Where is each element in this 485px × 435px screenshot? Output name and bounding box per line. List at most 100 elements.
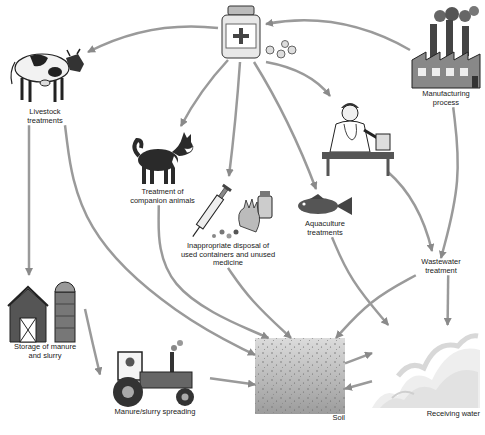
doctor-illustration [322, 152, 394, 159]
disposal-illustration [196, 195, 223, 229]
flow-arrow [28, 125, 31, 275]
node-label: Storage of manure and slurry [8, 343, 83, 360]
node-label: Receiving water [372, 410, 480, 419]
barn-illustration [8, 287, 48, 306]
factory-illustration [430, 24, 437, 58]
factory-illustration [460, 68, 468, 76]
factory-illustration [446, 68, 454, 76]
icon-area [290, 190, 360, 220]
node-label: Wastewater treatment [411, 258, 471, 275]
doctor-illustration [342, 105, 358, 121]
node-label: Manufacturing process [416, 90, 476, 107]
fish-illustration [302, 202, 305, 205]
doctor-illustration [376, 134, 390, 150]
flow-arrow [345, 353, 372, 363]
soil-area [255, 338, 345, 414]
source-arrows [88, 26, 218, 52]
tractor-illustration [113, 340, 194, 407]
factory-illustration [434, 10, 446, 22]
doctor-illustration [328, 159, 388, 176]
pills [288, 46, 296, 54]
flow-arrow [336, 275, 416, 338]
disposal-illustration [258, 196, 272, 218]
manufacturing-node: Manufacturing process [410, 5, 482, 107]
disposal-illustration [189, 184, 232, 240]
cow-illustration [11, 62, 15, 84]
doctor-illustration [322, 103, 394, 176]
node-label: Treatment of companion animals [125, 188, 200, 205]
flow-arrow [441, 107, 458, 258]
icon-area [168, 180, 288, 242]
barn-illustration [10, 289, 46, 342]
spreading-node: Manure/slurry spreading [100, 340, 210, 417]
node-label: Soil [255, 414, 345, 423]
pills [266, 41, 296, 59]
fish-illustration [336, 197, 352, 215]
tractor-illustration [171, 345, 177, 351]
cow-illustration [30, 54, 48, 66]
medicine-bottle [226, 24, 256, 48]
barn-illustration [20, 318, 36, 342]
factory-illustration [472, 76, 478, 88]
factory-illustration [432, 68, 440, 76]
disposal-illustration [227, 234, 232, 239]
flow-arrow [85, 309, 100, 374]
factory-illustration [412, 6, 480, 88]
source-arrows [388, 172, 432, 251]
icon-area [5, 275, 85, 343]
tractor-illustration [170, 352, 174, 372]
node-label: Livestock treatments [18, 108, 73, 125]
medicine-bottle [228, 6, 254, 15]
icon-area [372, 325, 480, 410]
disposal-illustration [239, 199, 260, 232]
pills [266, 46, 274, 54]
disposal-illustration [234, 230, 239, 235]
source-arrows [266, 62, 330, 96]
pills [282, 41, 289, 48]
source-arrows [229, 62, 240, 176]
flow-arrow [446, 275, 449, 325]
dog-illustration [134, 140, 141, 156]
soil-node: Soil [255, 338, 345, 423]
dog-illustration [134, 132, 193, 184]
tractor-illustration [177, 340, 183, 346]
icon-area [100, 340, 210, 408]
water-area [372, 336, 480, 408]
flow-arrow [159, 205, 269, 338]
tractor-illustration [126, 358, 135, 367]
icon-area [255, 338, 345, 414]
cow-illustration [40, 80, 50, 86]
cow-illustration [15, 54, 69, 82]
water-area [380, 370, 478, 408]
fish-illustration [298, 198, 338, 214]
water-area [392, 392, 414, 398]
barn-illustration [55, 304, 75, 328]
medicine-bottle [222, 6, 260, 58]
pills [277, 50, 285, 58]
cow-illustration [22, 78, 62, 102]
barn-illustration [55, 292, 75, 342]
dog-illustration [172, 156, 178, 170]
disposal-illustration [212, 234, 216, 238]
livestock-node: Livestock treatments [5, 40, 85, 125]
medicine-bottle [233, 28, 249, 44]
factory-illustration [445, 7, 459, 21]
node-label: Manure/slurry spreading [100, 408, 210, 417]
wastewater-node: Wastewater treatment [405, 258, 477, 275]
barn-illustration [8, 282, 75, 342]
aquaculture-node: Aquaculture treatments [290, 190, 360, 237]
fish-illustration [310, 194, 324, 199]
disposal-node: Inappropriate disposal of used container… [168, 180, 288, 268]
disposal-illustration [219, 188, 228, 198]
tractor-illustration [140, 372, 192, 388]
node-label: Inappropriate disposal of used container… [178, 242, 278, 268]
tractor-illustration [176, 388, 194, 406]
connector-group [29, 107, 458, 389]
companion-node: Treatment of companion animals [125, 130, 200, 205]
storage-node: Storage of manure and slurry [5, 275, 85, 360]
factory-illustration [418, 68, 426, 76]
cow-illustration [66, 54, 84, 72]
